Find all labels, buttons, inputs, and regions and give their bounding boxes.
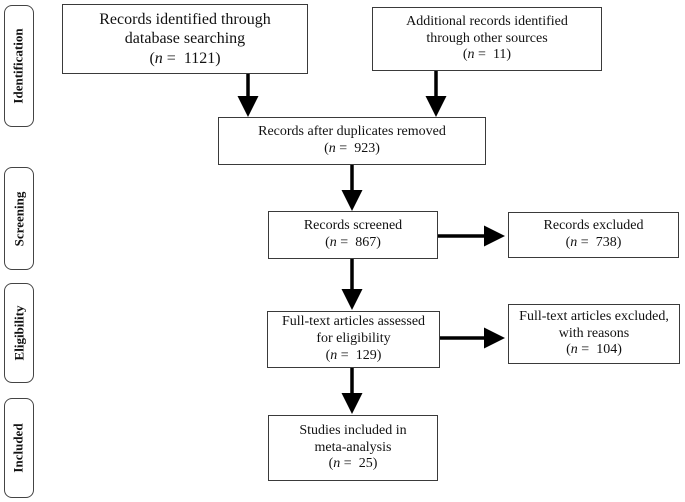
box-text: for eligibility [316, 331, 391, 347]
box-text: Full-text articles assessed [281, 314, 426, 330]
box-count: (n = 104) [566, 342, 622, 358]
box-records-screened: Records screened (n = 867) [268, 211, 438, 259]
box-text: Full-text articles excluded, [519, 308, 669, 324]
stage-screening: Screening [4, 167, 34, 270]
box-duplicates-removed: Records after duplicates removed (n = 92… [218, 117, 486, 165]
box-text: database searching [124, 30, 246, 48]
box-count: (n = 11) [462, 47, 512, 63]
stage-included: Included [4, 398, 34, 498]
box-database-records: Records identified through database sear… [62, 4, 308, 74]
stage-eligibility: Eligibility [4, 283, 34, 383]
box-text: Records identified through [99, 11, 271, 29]
box-count: (n = 25) [328, 456, 378, 472]
box-text: with reasons [558, 325, 630, 341]
box-count: (n = 1121) [149, 49, 221, 67]
box-count: (n = 738) [565, 235, 622, 250]
box-other-records: Additional records identified through ot… [372, 7, 602, 71]
box-count: (n = 923) [324, 141, 380, 156]
box-text: Additional records identified [406, 13, 568, 29]
stage-identification: Identification [4, 5, 34, 127]
box-text: Studies included in [299, 422, 407, 438]
box-text: through other sources [426, 30, 548, 46]
box-count: (n = 129) [325, 347, 382, 363]
box-fulltext-assessed: Full-text articles assessed for eligibil… [267, 311, 440, 368]
box-text: meta-analysis [314, 439, 392, 455]
box-studies-included: Studies included in meta-analysis (n = 2… [268, 415, 438, 481]
box-text: Records excluded [543, 218, 644, 234]
box-fulltext-excluded: Full-text articles excluded, with reason… [508, 304, 680, 364]
box-count: (n = 867) [325, 235, 381, 250]
box-text: Records after duplicates removed [258, 124, 446, 140]
box-records-excluded: Records excluded (n = 738) [508, 212, 679, 258]
box-text: Records screened [303, 218, 403, 234]
